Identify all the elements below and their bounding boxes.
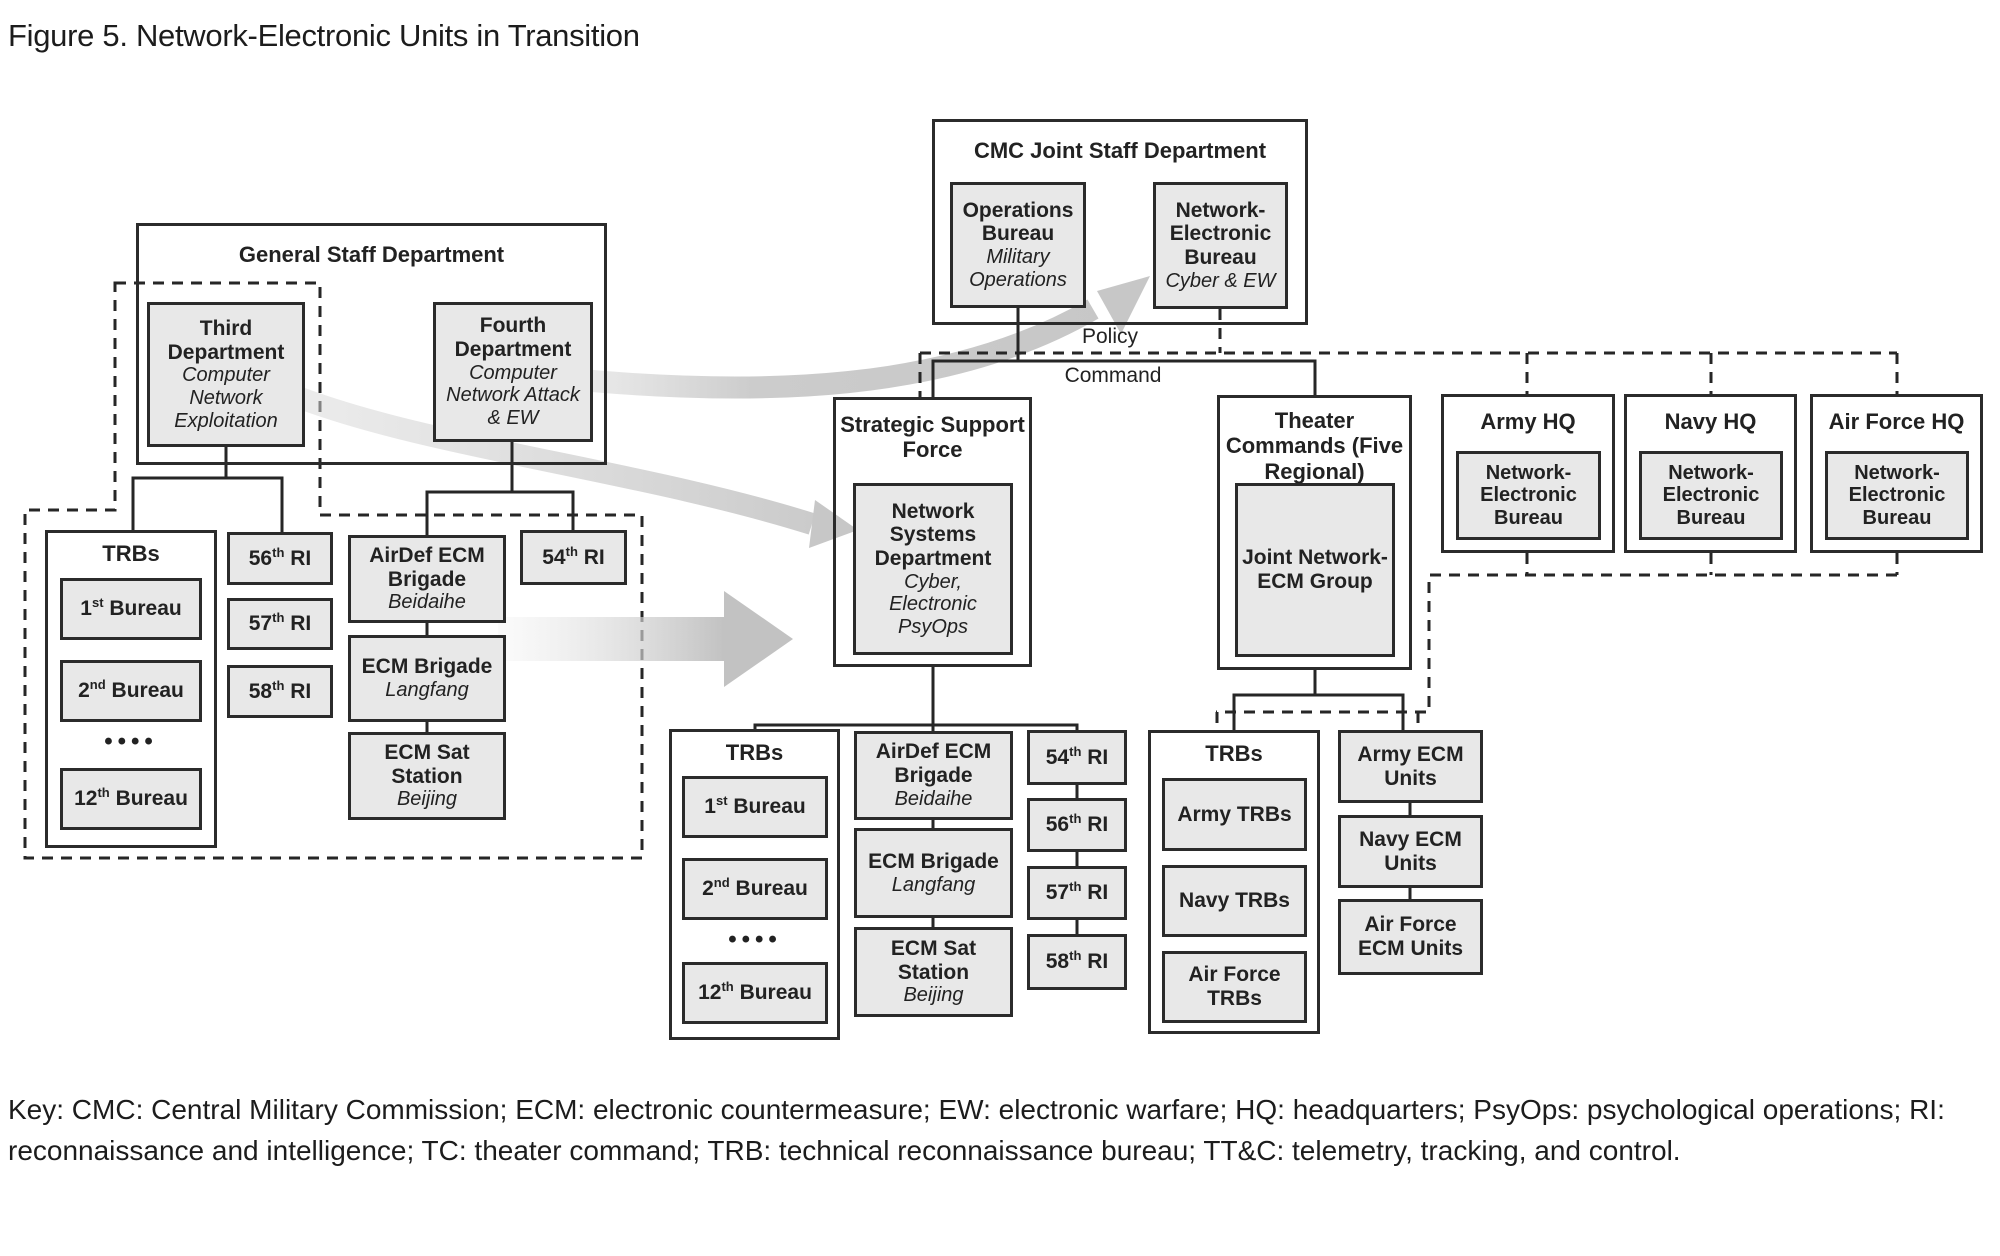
node-joint-network-ecm-group: Joint Network-ECM Group bbox=[1235, 483, 1395, 657]
legacy-dashed-outline bbox=[23, 281, 644, 860]
node-fourth-department: Fourth Department Computer Network Attac… bbox=[433, 302, 593, 442]
node-network-electronic-bureau: Network-Electronic Bureau Cyber & EW bbox=[1153, 182, 1288, 309]
node-title: Strategic Support Force bbox=[840, 412, 1025, 463]
dashed-policy-connectors bbox=[918, 309, 1899, 728]
node-air-force-hq: Air Force HQ bbox=[1810, 394, 1983, 553]
node-navy-ecm-units: Navy ECM Units bbox=[1338, 815, 1483, 888]
figure-title: Figure 5. Network-Electronic Units in Tr… bbox=[8, 18, 640, 53]
node-54th-ri-gsd: 54th RI bbox=[520, 530, 627, 585]
node-theater-commands: Theater Commands (Five Regional) bbox=[1217, 395, 1412, 670]
key-legend: Key: CMC: Central Military Commission; E… bbox=[8, 1090, 1958, 1171]
node-57th-ri-ssf: 57th RI bbox=[1027, 866, 1127, 920]
node-title: General Staff Department bbox=[238, 242, 505, 267]
node-trbs-group-ssf: TRBs bbox=[669, 729, 840, 1040]
command-label: Command bbox=[1064, 364, 1162, 387]
node-2nd-bureau-gsd: 2nd Bureau bbox=[60, 660, 202, 722]
node-cmc-joint-staff-department: CMC Joint Staff Department bbox=[932, 119, 1308, 325]
node-air-force-ecm-units: Air Force ECM Units bbox=[1338, 899, 1483, 975]
node-57th-ri-gsd: 57th RI bbox=[227, 598, 333, 650]
transition-arrow-fourth-to-neb bbox=[558, 276, 1150, 399]
node-navy-network-electronic-bureau: Network-Electronic Bureau bbox=[1639, 451, 1783, 540]
node-network-systems-department: Network Systems Department Cyber, Electr… bbox=[853, 483, 1013, 655]
node-strategic-support-force: Strategic Support Force bbox=[833, 397, 1032, 667]
trbs-label: TRBs bbox=[725, 740, 784, 765]
ellipsis-dots-ssf: •••• bbox=[728, 926, 782, 953]
node-army-hq: Army HQ bbox=[1441, 394, 1615, 553]
ellipsis-dots-gsd: •••• bbox=[104, 728, 158, 755]
node-title: CMC Joint Staff Department bbox=[973, 138, 1267, 163]
key-line-1: Key: CMC: Central Military Commission; E… bbox=[8, 1094, 1945, 1125]
node-trbs-group-gsd: TRBs bbox=[45, 530, 217, 848]
node-1st-bureau-gsd: 1st Bureau bbox=[60, 578, 202, 640]
node-navy-hq: Navy HQ bbox=[1624, 394, 1797, 553]
node-1st-bureau-ssf: 1st Bureau bbox=[682, 776, 828, 838]
node-56th-ri-gsd: 56th RI bbox=[227, 532, 333, 585]
node-12th-bureau-gsd: 12th Bureau bbox=[60, 768, 202, 830]
node-air-force-network-electronic-bureau: Network-Electronic Bureau bbox=[1825, 451, 1969, 540]
node-general-staff-department: General Staff Department bbox=[136, 223, 607, 465]
node-56th-ri-ssf: 56th RI bbox=[1027, 798, 1127, 852]
node-ecm-sat-station-gsd: ECM Sat Station Beijing bbox=[348, 732, 506, 820]
node-58th-ri-ssf: 58th RI bbox=[1027, 934, 1127, 990]
node-ecm-brigade-ssf: ECM Brigade Langfang bbox=[854, 828, 1013, 918]
policy-label: Policy bbox=[1081, 325, 1139, 348]
node-third-department: Third Department Computer Network Exploi… bbox=[147, 302, 305, 447]
node-ecm-brigade-gsd: ECM Brigade Langfang bbox=[348, 635, 506, 722]
node-58th-ri-gsd: 58th RI bbox=[227, 665, 333, 718]
transition-arrow-ecm-to-ssf bbox=[498, 591, 793, 687]
node-54th-ri-ssf: 54th RI bbox=[1027, 730, 1127, 785]
node-air-force-trbs: Air Force TRBs bbox=[1162, 951, 1307, 1023]
node-12th-bureau-ssf: 12th Bureau bbox=[682, 962, 828, 1024]
node-2nd-bureau-ssf: 2nd Bureau bbox=[682, 858, 828, 920]
node-navy-trbs: Navy TRBs bbox=[1162, 865, 1307, 937]
key-line-2: reconnaissance and intelligence; TC: the… bbox=[8, 1134, 1681, 1166]
node-operations-bureau: Operations Bureau Military Operations bbox=[950, 182, 1086, 308]
node-airdef-ecm-brigade-gsd: AirDef ECM Brigade Beidaihe bbox=[348, 535, 506, 623]
node-army-ecm-units: Army ECM Units bbox=[1338, 730, 1483, 803]
node-title: Theater Commands (Five Regional) bbox=[1225, 408, 1404, 484]
node-army-network-electronic-bureau: Network-Electronic Bureau bbox=[1456, 451, 1601, 540]
trbs-label: TRBs bbox=[1205, 741, 1263, 766]
node-army-trbs: Army TRBs bbox=[1162, 778, 1307, 851]
node-trbs-group-tc: TRBs bbox=[1148, 730, 1320, 1034]
node-ecm-sat-station-ssf: ECM Sat Station Beijing bbox=[854, 927, 1013, 1017]
node-airdef-ecm-brigade-ssf: AirDef ECM Brigade Beidaihe bbox=[854, 731, 1013, 820]
trbs-label: TRBs bbox=[102, 541, 160, 566]
